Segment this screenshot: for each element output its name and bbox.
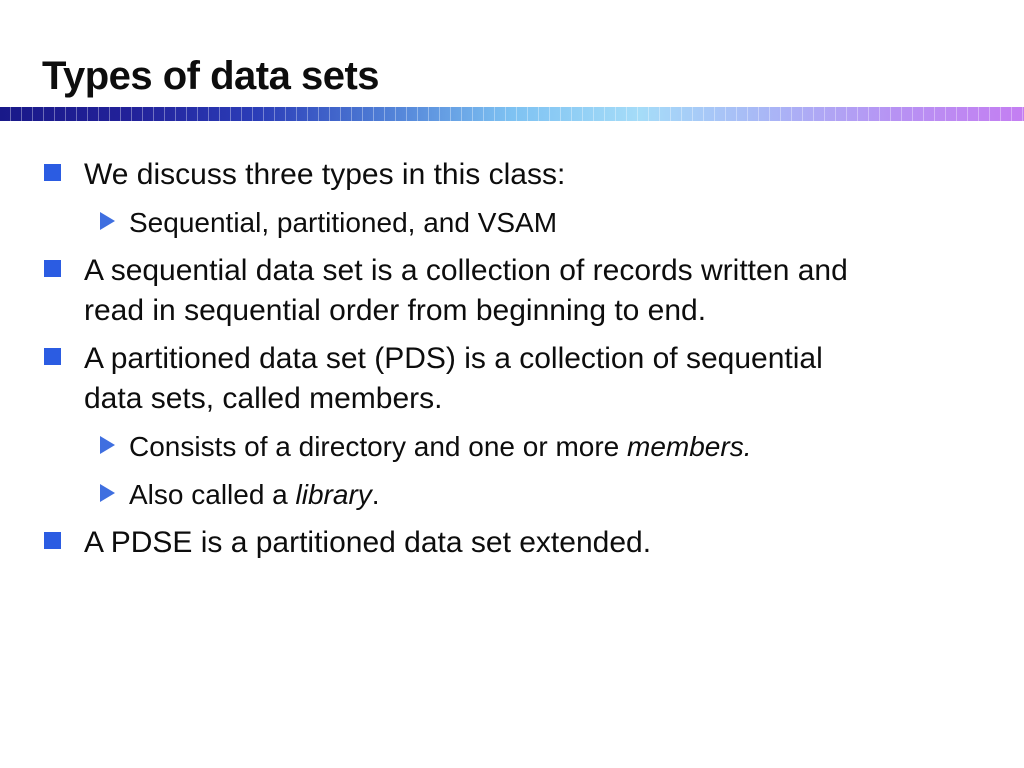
bullet-text: Consists of a directory and one or more …: [129, 427, 751, 467]
square-bullet-icon: [44, 164, 61, 181]
regular-text: Sequential, partitioned, and VSAM: [129, 207, 558, 238]
square-bullet-icon: [44, 348, 61, 365]
regular-text: We discuss three types in this class:: [84, 158, 566, 191]
regular-text: Also called a: [129, 479, 296, 510]
bullet-item: Sequential, partitioned, and VSAM: [0, 203, 1024, 243]
bullet-list: We discuss three types in this class: Seq…: [0, 155, 1024, 563]
divider-segment-lines: [0, 107, 1024, 121]
triangle-bullet-icon: [100, 436, 115, 454]
triangle-bullet-icon: [100, 484, 115, 502]
regular-text: A sequential data set is a collection of…: [84, 254, 848, 327]
title-divider-gradient-bar: [0, 107, 1024, 121]
square-bullet-icon: [44, 532, 61, 549]
bullet-item: We discuss three types in this class:: [0, 155, 1024, 195]
regular-text: Consists of a directory and one or more: [129, 431, 628, 462]
bullet-text: Also called a library.: [129, 475, 380, 515]
regular-text: A partitioned data set (PDS) is a collec…: [84, 342, 823, 415]
bullet-item: A partitioned data set (PDS) is a collec…: [0, 339, 1024, 419]
bullet-item: Also called a library.: [0, 475, 1024, 515]
italic-text: library: [295, 479, 372, 510]
bullet-text: A PDSE is a partitioned data set extende…: [84, 523, 651, 563]
bullet-item: A sequential data set is a collection of…: [0, 251, 1024, 331]
square-bullet-icon: [44, 260, 61, 277]
regular-text: .: [371, 479, 380, 510]
bullet-item: Consists of a directory and one or more …: [0, 427, 1024, 467]
bullet-text: A sequential data set is a collection of…: [84, 251, 848, 331]
bullet-item: A PDSE is a partitioned data set extende…: [0, 523, 1024, 563]
regular-text: A PDSE is a partitioned data set extende…: [84, 526, 652, 559]
bullet-text: A partitioned data set (PDS) is a collec…: [84, 339, 823, 419]
slide-title: Types of data sets: [42, 54, 380, 98]
bullet-text: Sequential, partitioned, and VSAM: [129, 203, 557, 243]
triangle-bullet-icon: [100, 212, 115, 230]
italic-text: members.: [627, 431, 752, 462]
bullet-text: We discuss three types in this class:: [84, 155, 565, 195]
